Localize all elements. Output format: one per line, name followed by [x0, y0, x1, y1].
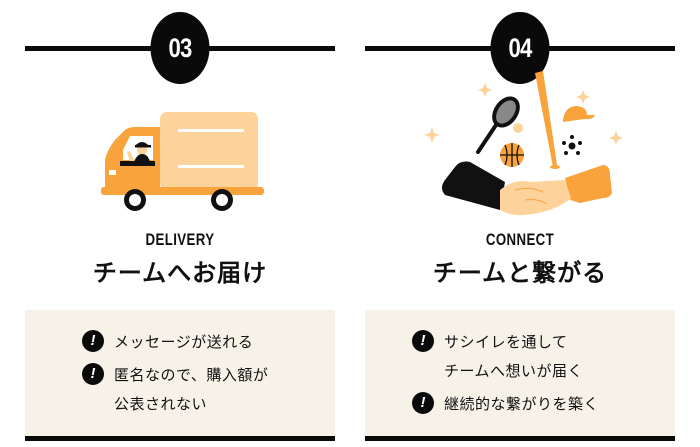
step-03-delivery: 03 DELIVERY チームへお届け ! メッセージが送れる [25, 0, 335, 447]
step-en-title: CONNECT [485, 230, 555, 249]
step-number-badge: 04 [490, 12, 550, 84]
step-number: 03 [168, 32, 192, 63]
exclamation-icon: ! [82, 363, 104, 385]
feature-text: メッセージが送れる [114, 333, 254, 351]
feature-text: サシイレを通して チームへ想いが届く [444, 333, 584, 380]
step-04-connect: 04 [365, 0, 675, 447]
feature-box: ! メッセージが送れる ! 匿名なので、購入額が 公表されない [25, 310, 335, 436]
feature-text: 匿名なので、購入額が 公表されない [114, 366, 269, 413]
step-jp-title: チームと繋がる [432, 259, 608, 287]
box-bottom-bar [365, 436, 675, 441]
feature-item: ! 匿名なので、購入額が 公表されない [82, 361, 268, 419]
exclamation-icon: ! [412, 392, 434, 414]
feature-list: ! サシイレを通して チームへ想いが届く ! 継続的な繋がりを築く [412, 328, 599, 423]
box-bottom-bar [25, 436, 335, 441]
step-number-badge: 03 [150, 12, 210, 84]
exclamation-icon: ! [82, 330, 104, 352]
step-number: 04 [508, 32, 532, 63]
feature-item: ! サシイレを通して チームへ想いが届く [412, 328, 599, 386]
feature-item: ! 継続的な繋がりを築く [412, 390, 599, 419]
step-en-title: DELIVERY [145, 230, 215, 249]
step-jp-title: チームへお届け [92, 259, 268, 287]
exclamation-icon: ! [412, 330, 434, 352]
feature-list: ! メッセージが送れる ! 匿名なので、購入額が 公表されない [82, 328, 268, 423]
feature-text: 継続的な繋がりを築く [444, 395, 600, 413]
feature-item: ! メッセージが送れる [82, 328, 268, 357]
feature-box: ! サシイレを通して チームへ想いが届く ! 継続的な繋がりを築く [365, 310, 675, 436]
